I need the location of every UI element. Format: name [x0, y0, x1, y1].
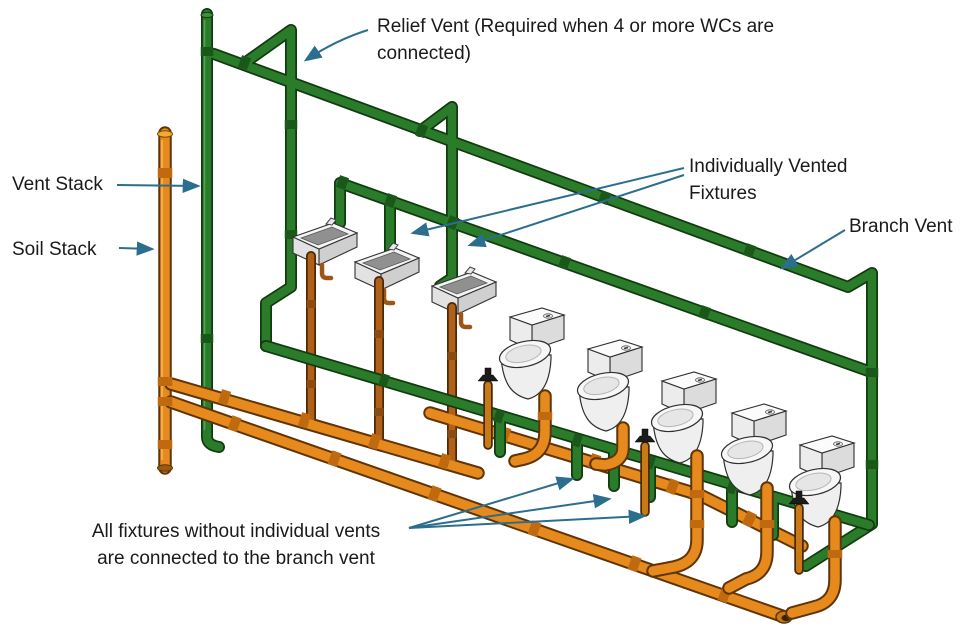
label-individually-vented-fixtures: Individually Vented Fixtures — [689, 156, 848, 204]
floor-vent-fittings — [378, 373, 738, 495]
branch-vent-leader-arrow — [779, 229, 846, 270]
sink-drain-fittings — [306, 300, 457, 438]
unvented-note-leader-arrow-2 — [408, 494, 612, 529]
wc-drop-fittings — [537, 412, 843, 558]
soil-stack-leader-arrow — [118, 241, 155, 256]
wc-fixture — [648, 371, 717, 464]
individually-vented-leader-arrow-2 — [467, 174, 685, 248]
soil-stack-bottom-cap — [157, 464, 173, 472]
label-soil-stack: Soil Stack — [12, 239, 97, 260]
soil-stack-top-cap — [157, 130, 173, 138]
label-unvented-fixtures-note: All fixtures without individual vents ar… — [91, 521, 381, 569]
leader-arrows — [116, 29, 846, 529]
individually-vented-leader-arrow-1 — [410, 167, 685, 237]
label-branch-vent: Branch Vent — [849, 216, 953, 237]
unvented-note-leader-arrow-3 — [408, 509, 647, 529]
unvented-note-leader-arrow-1 — [408, 476, 575, 529]
sink-fixture — [293, 218, 357, 278]
label-vent-stack: Vent Stack — [12, 174, 103, 195]
vent-stack-leader-arrow — [116, 178, 201, 194]
relief-vent-leader-arrow — [303, 29, 369, 62]
sink-fixture — [432, 267, 496, 327]
cleanout-cap — [634, 428, 656, 443]
cleanout-cap — [788, 490, 810, 505]
sink-fixture — [355, 243, 419, 303]
wc-fixture — [574, 339, 643, 432]
label-relief-vent: Relief Vent (Required when 4 or more WCs… — [377, 16, 775, 64]
wc-fixture — [496, 307, 565, 400]
cleanout-cap — [477, 367, 499, 382]
vent-stack-top-cap — [200, 11, 214, 19]
